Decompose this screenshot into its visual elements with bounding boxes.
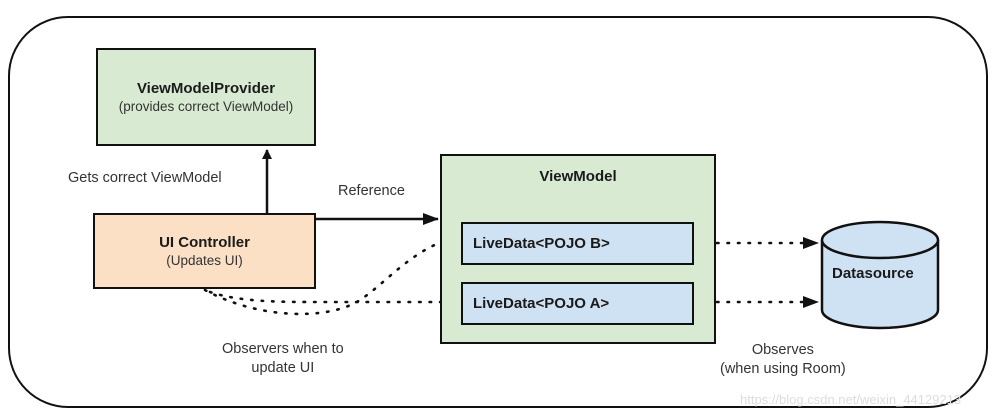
observers-ui-label-line1: Observers when to xyxy=(222,341,344,357)
reference-label: Reference xyxy=(338,183,405,199)
ui-controller-box: UI Controller (Updates UI) xyxy=(93,213,316,289)
observers-ui-label-line2: update UI xyxy=(251,360,315,376)
ui-controller-title: UI Controller xyxy=(159,234,250,251)
edge-observer-b xyxy=(203,234,460,316)
livedata-a-title: LiveData<POJO A> xyxy=(473,295,610,312)
view-model-provider-title: ViewModelProvider xyxy=(136,80,276,97)
observes-datasource-label-line1: Observes xyxy=(751,342,814,358)
datasource-cylinder xyxy=(820,220,940,330)
livedata-b-box: LiveData<POJO B> xyxy=(461,222,694,265)
watermark: https://blog.csdn.net/weixin_44129213 xyxy=(740,392,962,407)
ui-controller-subtitle: (Updates UI) xyxy=(166,253,243,268)
view-model-provider-box: ViewModelProvider (provides correct View… xyxy=(96,48,316,146)
gets-viewmodel-label: Gets correct ViewModel xyxy=(68,170,222,186)
observes-datasource-label: Observes (when using Room) xyxy=(720,341,846,379)
livedata-a-box: LiveData<POJO A> xyxy=(461,282,694,325)
livedata-b-title: LiveData<POJO B> xyxy=(473,235,610,252)
diagram-frame xyxy=(8,16,988,408)
observes-datasource-label-line2: (when using Room) xyxy=(720,361,846,377)
edge-observer-a xyxy=(208,290,460,308)
view-model-title: ViewModel xyxy=(539,168,617,185)
datasource-title: Datasource xyxy=(832,265,914,282)
observers-ui-label: Observers when to update UI xyxy=(222,340,344,378)
view-model-provider-subtitle: (provides correct ViewModel) xyxy=(118,99,294,114)
